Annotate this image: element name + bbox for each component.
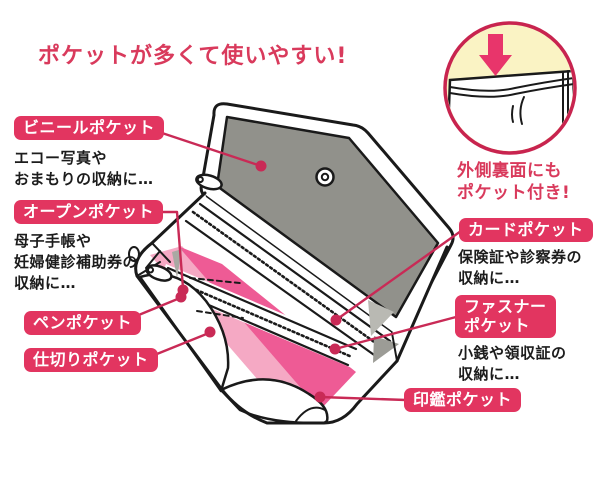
callout-lines	[122, 128, 463, 402]
callout-line-fastener	[333, 315, 458, 351]
callout-label-pen-pocket: ペンポケット	[24, 311, 142, 336]
snap-button-icon	[315, 167, 335, 187]
wallet-flap-gray	[215, 115, 440, 319]
strap-loop	[128, 246, 140, 262]
side-gusset-bottom	[373, 336, 399, 363]
wallet-illustration	[128, 102, 455, 425]
callout-desc-card-pocket: 保険証や診察券の 収納に…	[458, 248, 583, 287]
callout-desc-vinyl-pocket: エコー写真や おまもりの収納に…	[14, 149, 154, 188]
callout-label-vinyl-pocket: ビニールポケット	[14, 116, 165, 141]
callout-dots	[175, 160, 342, 403]
snap-button-inner	[320, 172, 330, 182]
side-gusset-top	[368, 300, 394, 336]
callout-label-open-pocket: オープンポケット	[14, 200, 164, 225]
down-arrow-icon	[479, 34, 512, 76]
callout-label-seal-pocket: 印鑑ポケット	[404, 388, 522, 413]
callout-line-seal	[318, 395, 408, 402]
callout-line-card	[334, 229, 463, 322]
outer-pocket-inset	[443, 21, 577, 155]
callout-label-fastener-pocket: ファスナー ポケット	[455, 295, 556, 339]
callout-line-vinyl	[151, 128, 263, 168]
zipper-pull-bottom-icon	[145, 264, 173, 282]
zipper-pull-top-icon	[195, 173, 223, 191]
callout-desc-fastener-pocket: 小銭や領収証の 収納に…	[458, 344, 567, 383]
callout-desc-open-pocket: 母子手帳や 妊婦健診補助券の 収納に…	[14, 232, 139, 292]
headline: ポケットが多くて使いやすい!	[38, 44, 348, 69]
callout-label-card-pocket: カードポケット	[459, 218, 593, 243]
upper-zipper-teeth	[191, 210, 386, 351]
fold-line-dashed-2	[196, 310, 244, 319]
inset-caption: 外側裏面にも ポケット付き!	[457, 161, 571, 203]
fold-line-dashed	[189, 277, 241, 284]
callout-label-divider-pocket: 仕切りポケット	[24, 348, 158, 373]
